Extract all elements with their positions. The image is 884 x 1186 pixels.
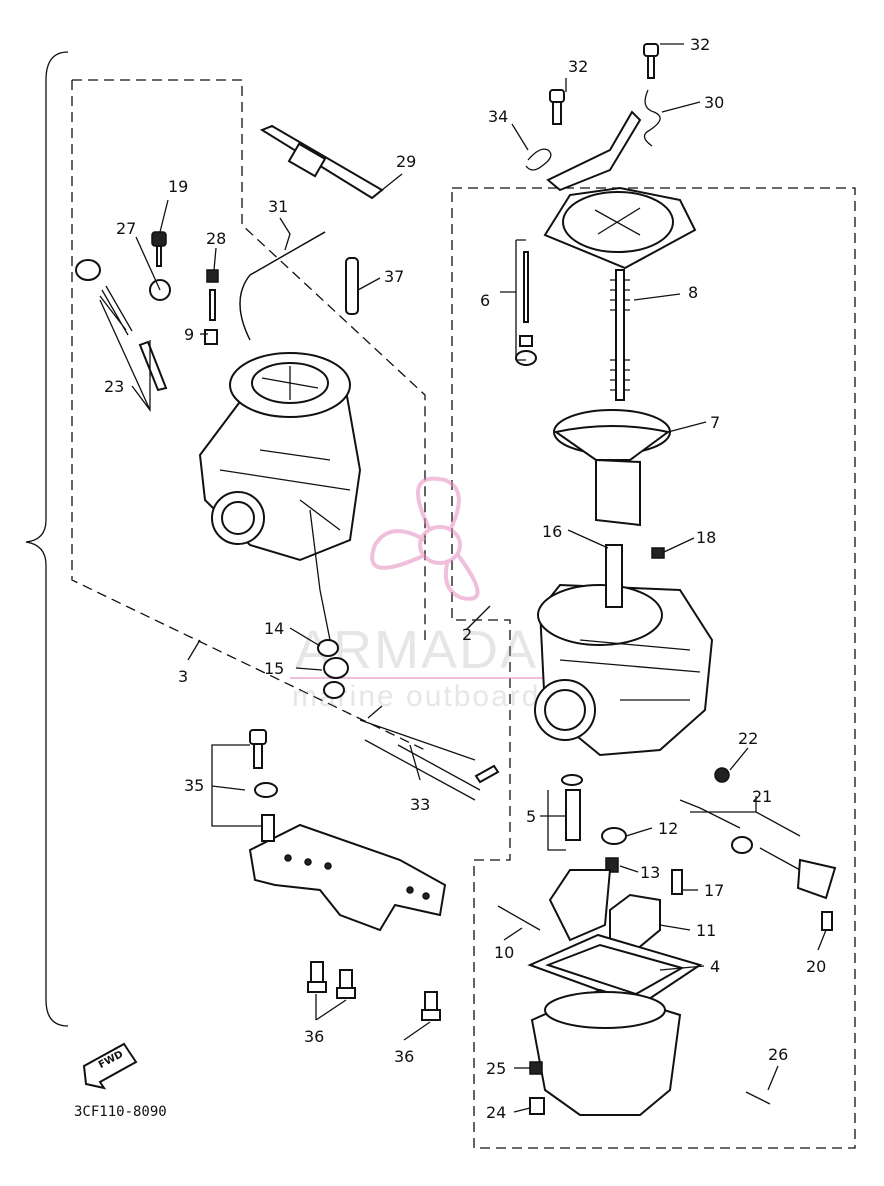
callout-10: 10 <box>494 943 514 962</box>
callout-labels: 32 32 30 34 29 19 31 27 28 37 6 8 9 23 7… <box>104 35 826 1122</box>
callout-24: 24 <box>486 1103 506 1122</box>
assembly-2-boundary <box>451 187 856 1149</box>
callout-35: 35 <box>184 776 204 795</box>
callout-19: 19 <box>168 177 188 196</box>
callout-30: 30 <box>704 93 724 112</box>
callout-36a: 36 <box>304 1027 324 1046</box>
callout-32a: 32 <box>690 35 710 54</box>
callout-23: 23 <box>104 377 124 396</box>
bracket-plate <box>248 719 500 1021</box>
drawing-code: 3CF110-8090 <box>74 1104 167 1120</box>
callout-21: 21 <box>752 787 772 806</box>
callout-4: 4 <box>710 957 720 976</box>
callout-22: 22 <box>738 729 758 748</box>
callout-26: 26 <box>768 1045 788 1064</box>
callout-9: 9 <box>184 325 194 344</box>
callout-6: 6 <box>480 291 490 310</box>
callout-8: 8 <box>688 283 698 302</box>
callout-16: 16 <box>542 522 562 541</box>
callout-37: 37 <box>384 267 404 286</box>
callout-36b: 36 <box>394 1047 414 1066</box>
left-carburetor-assembly <box>75 124 384 719</box>
callout-17: 17 <box>704 881 724 900</box>
callout-2: 2 <box>462 625 472 644</box>
assembly-brace <box>25 51 69 1027</box>
callout-3: 3 <box>178 667 188 686</box>
leader-lines <box>99 43 827 1113</box>
callout-11: 11 <box>696 921 716 940</box>
callout-14: 14 <box>264 619 284 638</box>
callout-7: 7 <box>710 413 720 432</box>
callout-25: 25 <box>486 1059 506 1078</box>
fwd-arrow: FWD <box>82 1042 138 1090</box>
callout-18: 18 <box>696 528 716 547</box>
callout-33: 33 <box>410 795 430 814</box>
callout-27: 27 <box>116 219 136 238</box>
right-carburetor-exploded <box>497 43 837 1116</box>
callout-12: 12 <box>658 819 678 838</box>
callout-31: 31 <box>268 197 288 216</box>
callout-32b: 32 <box>568 57 588 76</box>
callout-13: 13 <box>640 863 660 882</box>
callout-28: 28 <box>206 229 226 248</box>
callout-5: 5 <box>526 807 536 826</box>
callout-29: 29 <box>396 152 416 171</box>
callout-20: 20 <box>806 957 826 976</box>
assembly-1-boundary <box>71 79 426 751</box>
callout-34: 34 <box>488 107 508 126</box>
callout-15: 15 <box>264 659 284 678</box>
